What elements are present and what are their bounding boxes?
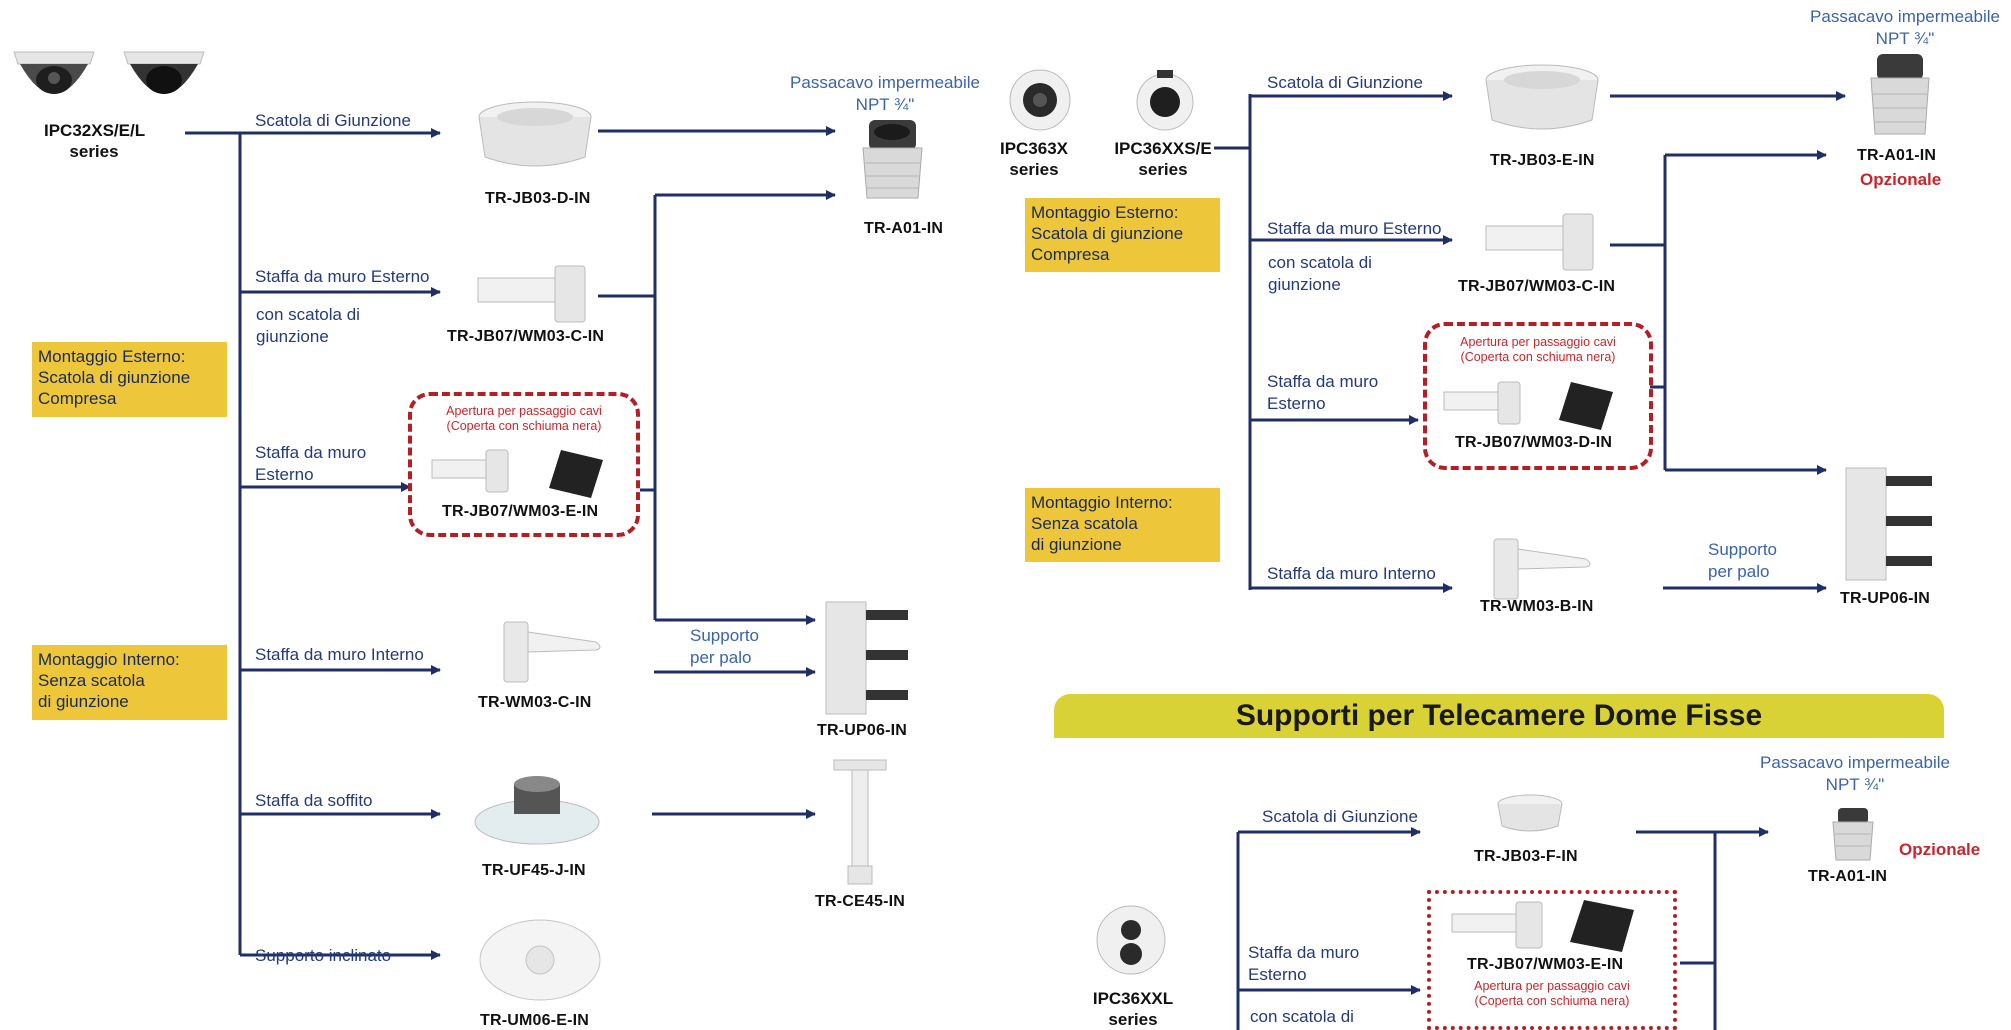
foam-cover-image — [1570, 900, 1634, 952]
int-wall-bracket-label: Staffa da muro Interno — [1267, 564, 1436, 583]
junction-box-label: Scatola di Giunzione — [1262, 807, 1418, 826]
cable-gland-image — [862, 120, 923, 199]
cable-gland-image — [1832, 808, 1874, 861]
pendant-mount-image — [833, 759, 887, 885]
turret-camera-image — [1096, 905, 1166, 975]
cable-opening-group — [408, 392, 640, 537]
product-code: TR-UM06-E-IN — [480, 1012, 590, 1029]
junction-box-image — [478, 101, 592, 167]
product-code: TR-A01-IN — [1857, 147, 1937, 164]
with-junction-box-label: con scatola di — [1250, 1007, 1354, 1026]
product-code: TR-WM03-C-IN — [478, 694, 592, 711]
product-code: TR-CE45-IN — [815, 893, 906, 910]
ceiling-bracket-image — [474, 776, 600, 845]
indoor-wall-bracket-image — [1493, 538, 1591, 600]
ext-wall-bracket-label: Staffa da muro Esterno — [1267, 219, 1442, 238]
product-code: TR-JB07/WM03-C-IN — [1458, 278, 1616, 295]
product-code: TR-JB03-E-IN — [1490, 152, 1595, 169]
product-code: TR-JB03-F-IN — [1474, 848, 1578, 865]
product-code: TR-UP06-IN — [1840, 590, 1931, 607]
turret-camera-image — [1009, 69, 1071, 131]
section-title-banner: Supporti per Telecamere Dome Fisse — [1054, 694, 1944, 738]
turret-camera-image — [1136, 70, 1194, 131]
tilt-mount-image — [479, 919, 601, 1001]
product-code: TR-A01-IN — [1808, 868, 1888, 885]
indoor-wall-bracket-image — [503, 621, 601, 683]
wall-bracket-image — [431, 449, 509, 493]
product-code: TR-JB07/WM03-C-IN — [447, 328, 605, 345]
product-code: TR-UF45-J-IN — [482, 862, 586, 879]
cable-gland-image — [1870, 54, 1930, 135]
pole-mount-image — [825, 601, 908, 715]
product-code: TR-UP06-IN — [817, 722, 908, 739]
product-code: TR-JB07/WM03-D-IN — [1455, 434, 1613, 451]
wall-bracket-image — [1451, 901, 1543, 949]
wall-bracket-image — [1485, 213, 1594, 271]
junction-box-label: Scatola di Giunzione — [1267, 73, 1423, 92]
cable-opening-group — [1427, 890, 1677, 1030]
optional-label: Opzionale — [1860, 170, 1942, 189]
foam-cover-image — [1559, 382, 1613, 430]
dome-camera-image — [123, 51, 205, 94]
cable-opening-note: Apertura per passaggio cavi(Coperta con … — [1460, 335, 1616, 364]
pole-mount-image — [1845, 467, 1932, 581]
product-code: TR-WM03-B-IN — [1480, 598, 1594, 615]
cable-opening-note: Apertura per passaggio cavi(Coperta con … — [446, 404, 602, 433]
cable-opening-note: Apertura per passaggio cavi(Coperta con … — [1474, 979, 1630, 1008]
wall-bracket-image — [1443, 381, 1521, 425]
foam-cover-image — [549, 450, 603, 498]
product-code: TR-JB03-D-IN — [485, 190, 591, 207]
ext-wall-bracket-label: Staffa da muro Esterno — [255, 267, 430, 286]
optional-label: Opzionale — [1899, 840, 1981, 859]
product-code: TR-JB07/WM03-E-IN — [442, 503, 599, 520]
wall-bracket-image — [477, 265, 586, 323]
tilt-mount-label: Supporto inclinato — [255, 946, 392, 965]
int-wall-bracket-label: Staffa da muro Interno — [255, 645, 424, 664]
cable-opening-group — [1423, 322, 1653, 470]
junction-box-label: Scatola di Giunzione — [255, 111, 411, 130]
product-code: TR-JB07/WM03-E-IN — [1467, 956, 1624, 973]
product-code: TR-A01-IN — [864, 220, 944, 237]
junction-box-image — [1497, 794, 1563, 832]
ceiling-bracket-label: Staffa da soffito — [255, 791, 373, 810]
junction-box-image — [1485, 64, 1599, 130]
dome-camera-image — [13, 51, 95, 94]
